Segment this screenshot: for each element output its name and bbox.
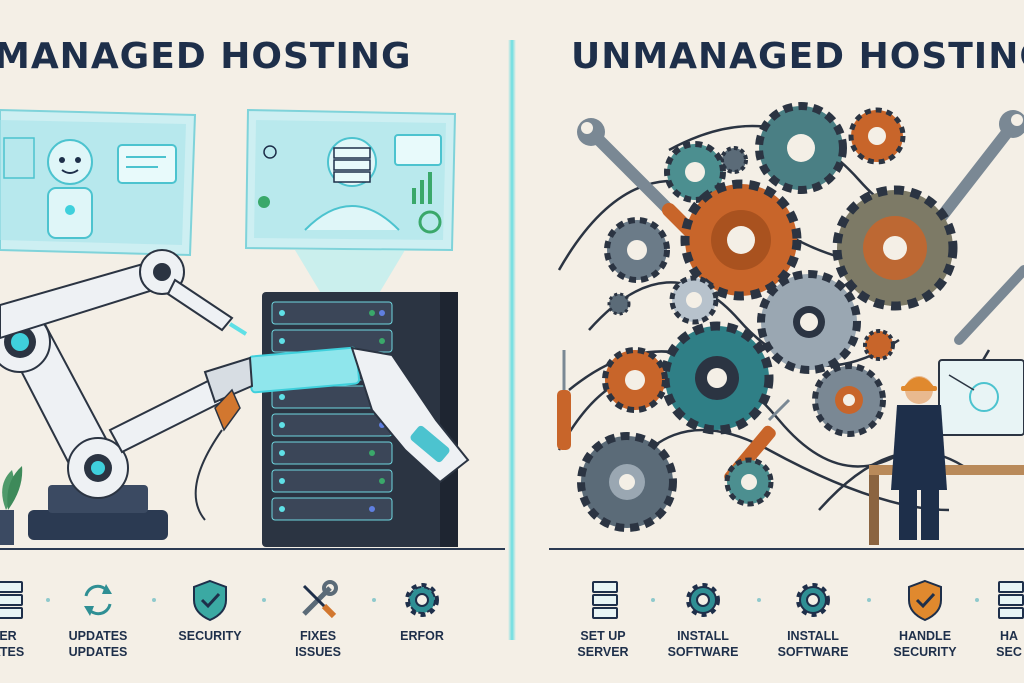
hologram-server-screen <box>244 108 457 252</box>
separator-dot <box>262 598 266 602</box>
shield-check-icon <box>908 579 942 622</box>
glowing-divider <box>508 40 516 640</box>
server-icon <box>0 581 23 619</box>
gear-icon <box>405 583 439 617</box>
feature-label: INSTALL SOFTWARE <box>777 629 849 659</box>
feature-label: SET UP SERVER <box>577 629 629 659</box>
feature-label: HANDLE SECURITY <box>893 629 957 659</box>
separator-dot <box>46 598 50 602</box>
separator-dot <box>651 598 655 602</box>
unmanaged-hosting-title: UNMANAGED HOSTING <box>571 36 1024 77</box>
feature-item: HANDLE SECURITY <box>877 578 973 660</box>
feature-label: HA SEC <box>996 629 1022 659</box>
gear-icon <box>796 583 830 617</box>
feature-label: ERFOR <box>400 629 444 643</box>
server-icon <box>998 581 1024 619</box>
separator-dot <box>372 598 376 602</box>
floor-line <box>549 548 1024 550</box>
feature-item: SECURITY <box>162 578 258 644</box>
feature-item: INSTALL SOFTWARE <box>655 578 751 660</box>
light-beam <box>295 250 405 300</box>
robot-hand-right <box>350 346 470 484</box>
feature-item: SET UP SERVER <box>555 578 651 660</box>
refresh-icon <box>84 584 112 616</box>
worker-at-desk <box>869 359 1024 545</box>
feature-item: ER ATES <box>0 578 56 660</box>
feature-label: UPDATES UPDATES <box>68 629 128 659</box>
feature-item: ERFOR <box>374 578 470 644</box>
feature-label: ER ATES <box>0 629 25 659</box>
gear-cluster <box>577 102 958 532</box>
server-icon <box>592 581 618 619</box>
plant <box>0 466 23 545</box>
separator-dot <box>867 598 871 602</box>
feature-label: FIXES ISSUES <box>295 629 341 659</box>
feature-item: UPDATES UPDATES <box>50 578 146 660</box>
separator-dot <box>975 598 979 602</box>
shield-check-icon <box>193 579 227 622</box>
wrench-icon <box>933 110 1024 345</box>
separator-dot <box>757 598 761 602</box>
unmanaged-features-row: SET UP SERVER INSTALL SOFTWARE INSTALL S… <box>519 578 1024 678</box>
feature-item: INSTALL SOFTWARE <box>765 578 861 660</box>
screwdriver-icon <box>557 350 571 450</box>
feature-label: SECURITY <box>178 629 242 643</box>
managed-hosting-title: MANAGED HOSTING <box>0 36 412 77</box>
separator-dot <box>152 598 156 602</box>
feature-label: INSTALL SOFTWARE <box>667 629 739 659</box>
unmanaged-hosting-illustration <box>557 102 1024 545</box>
wrench-screwdriver-icon <box>302 580 338 619</box>
managed-hosting-panel: MANAGED HOSTING <box>0 0 505 683</box>
unmanaged-hosting-panel: UNMANAGED HOSTING <box>519 0 1024 683</box>
managed-hosting-illustration <box>0 108 470 547</box>
feature-item: HA SEC <box>979 578 1024 660</box>
feature-item: FIXES ISSUES <box>270 578 366 660</box>
managed-features-row: ER ATES UPDATES UPDATES SECURITY <box>0 578 505 678</box>
server-rack <box>247 292 458 547</box>
hologram-robot-screen <box>0 108 197 257</box>
gear-icon <box>686 583 720 617</box>
floor-line <box>0 548 505 550</box>
robot-arm <box>0 249 254 540</box>
